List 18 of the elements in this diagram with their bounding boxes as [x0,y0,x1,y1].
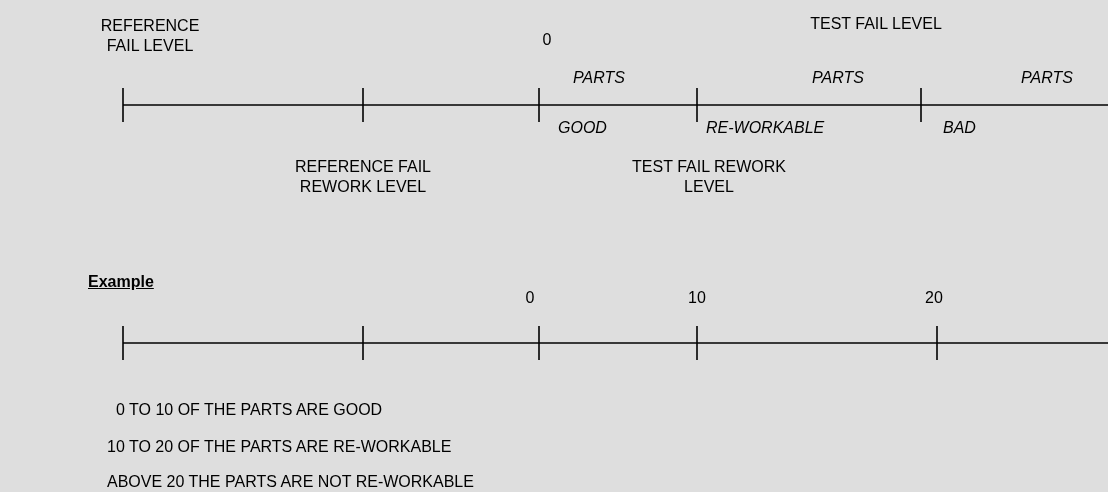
example-heading: Example [88,272,155,292]
text-label: REFERENCE FAIL LEVEL [99,16,201,56]
text-label: RE-WORKABLE [706,118,826,138]
text-label: 0 [541,30,553,50]
text-label: PARTS [1020,68,1074,88]
text-label: REFERENCE FAIL REWORK LEVEL [294,157,432,197]
text-label: PARTS [811,68,865,88]
text-label: TEST FAIL REWORK LEVEL [631,157,787,197]
text-label: 20 [924,288,944,308]
text-label: ABOVE 20 THE PARTS ARE NOT RE-WORKABLE [107,472,475,492]
text-label: 10 [687,288,707,308]
text-label: 0 TO 10 OF THE PARTS ARE GOOD [116,400,384,420]
text-label: TEST FAIL LEVEL [809,14,943,34]
text-label: 10 TO 20 OF THE PARTS ARE RE-WORKABLE [107,437,453,457]
text-label: 0 [524,288,536,308]
text-label: GOOD [558,118,608,138]
text-label: BAD [943,118,977,138]
text-label: PARTS [572,68,626,88]
